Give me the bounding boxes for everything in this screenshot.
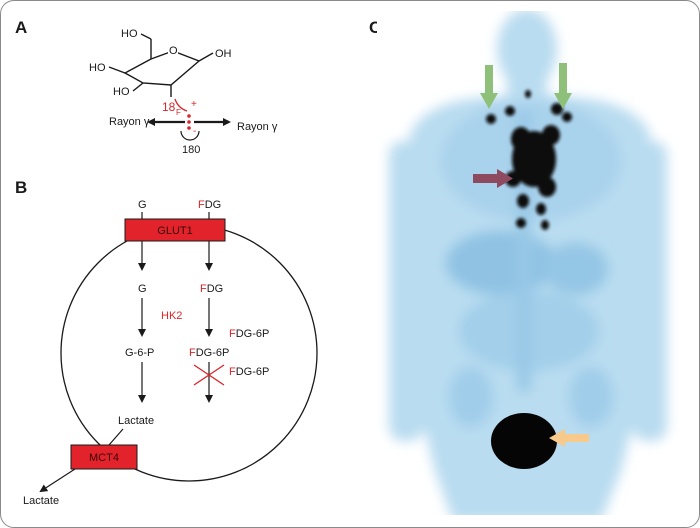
fdg6p-trapped-f: F	[229, 366, 236, 378]
hot-spots	[486, 90, 572, 230]
isotope-number: 18	[162, 100, 176, 114]
g-outside: G	[138, 199, 147, 211]
positron-path	[174, 98, 188, 112]
oh-bottom: HO	[113, 86, 130, 98]
fdg-outside-f: F	[198, 199, 205, 211]
c1-oh-bond	[198, 52, 214, 62]
fdg6p-trapped-rest: DG-6P	[236, 366, 270, 378]
annihilation-dot-2	[187, 120, 191, 124]
fdg-inside-f: F	[200, 283, 207, 295]
block-cross-2	[193, 364, 225, 386]
angle-arc	[180, 130, 200, 141]
fdg6p-main: FDG-6P	[189, 347, 229, 359]
pet-image	[377, 11, 687, 515]
lactate-inside: Lactate	[118, 415, 154, 427]
oh-left: HO	[89, 62, 106, 74]
fdg6p-main-rest: DG-6P	[196, 347, 230, 359]
ring-oxygen: O	[169, 45, 178, 57]
panel-a: A HO OH HO HO O 18 F + - Rayon γ Rayon γ…	[15, 18, 278, 156]
ch2oh-bond	[140, 33, 152, 40]
fdg6p-side: FDG-6P	[229, 328, 269, 340]
c3-oh-bond	[132, 82, 144, 92]
fdg6p-trapped: FDG-6P	[229, 366, 269, 378]
lactate-outside: Lactate	[23, 495, 59, 507]
fdg6p-side-rest: DG-6P	[236, 328, 270, 340]
hk2-label: HK2	[161, 310, 182, 322]
purple-arrow	[473, 169, 513, 188]
fdg-inside-rest: DG	[207, 283, 224, 295]
orange-arrow	[549, 429, 589, 447]
fdg6p-main-f: F	[189, 347, 196, 359]
lactate-export-arrow	[39, 468, 76, 493]
ring-o-bg	[168, 44, 178, 56]
fdg6p-side-f: F	[229, 328, 236, 340]
electron-minus: -	[193, 126, 196, 137]
bladder	[491, 413, 557, 469]
mct4-transporter	[70, 444, 138, 470]
fdg-outside-rest: DG	[205, 199, 222, 211]
positron-plus: +	[191, 99, 197, 110]
panel-b: B G FDG GLUT1 G FDG HK2 FDG-6P G-6-P FDG…	[15, 178, 318, 507]
angle-label: 180	[182, 144, 200, 156]
isotope-symbol: F	[176, 108, 181, 117]
fdg-inside: FDG	[200, 283, 223, 295]
fdg-outside: FDG	[198, 199, 221, 211]
gamma-ray-right: Rayon γ	[237, 121, 278, 133]
annihilation-dot-1	[187, 114, 191, 118]
glut1-label: GLUT1	[157, 225, 192, 237]
g-inside: G	[138, 283, 147, 295]
oh-top: HO	[121, 28, 138, 40]
pyranose-ring	[123, 50, 201, 86]
panel-b-label: B	[15, 178, 27, 197]
g6p-label: G-6-P	[125, 347, 154, 359]
glut1-transporter	[124, 218, 226, 242]
green-arrow-right	[554, 63, 572, 109]
c4-oh-bond	[108, 66, 126, 74]
gamma-ray-left: Rayon γ	[109, 116, 150, 128]
oh-right: OH	[215, 48, 232, 60]
annihilation-dot-3	[187, 126, 191, 130]
lactate-to-mct4-line	[108, 428, 124, 446]
panel-c: C	[369, 11, 687, 515]
panel-a-label: A	[15, 18, 27, 37]
green-arrow-left	[480, 65, 498, 109]
mct4-label: MCT4	[89, 452, 119, 464]
